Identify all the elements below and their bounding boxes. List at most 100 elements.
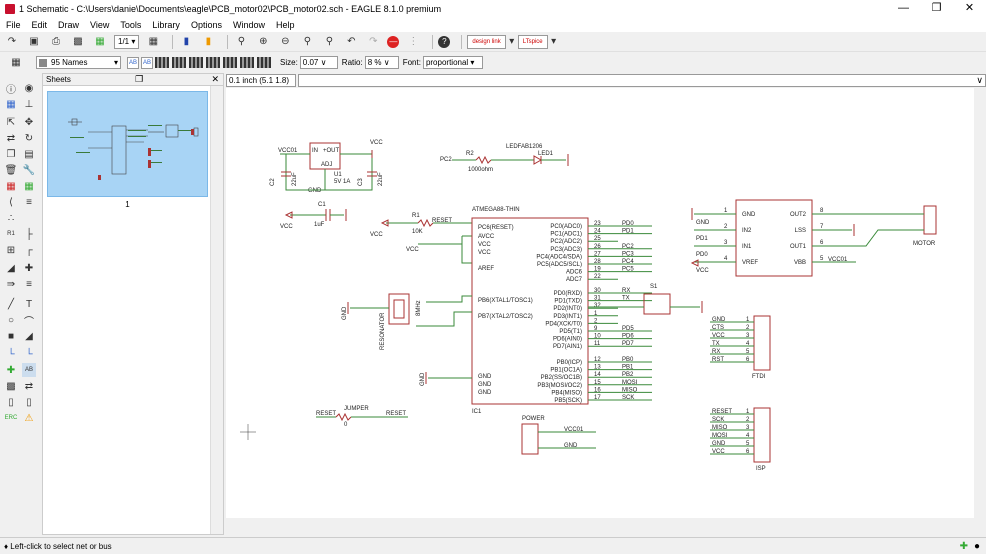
line-icon[interactable]: ╱ xyxy=(7,298,15,310)
go-icon[interactable]: ⋮ xyxy=(408,36,419,47)
capacitor-c1[interactable]: C1 1uF VCC xyxy=(280,202,347,230)
jumper[interactable]: RESET RESET JUMPER 0 xyxy=(240,406,408,440)
net-status-icon[interactable]: ✚ xyxy=(959,540,968,552)
invoke-icon[interactable]: ∴ xyxy=(7,212,15,224)
align-middle-icon[interactable] xyxy=(223,57,237,68)
ulp-icon[interactable]: ▦ xyxy=(148,36,159,47)
menu-edit[interactable]: Edit xyxy=(31,19,48,30)
sheet-thumbnail[interactable] xyxy=(47,91,208,197)
size-input[interactable]: 0.07 ∨ xyxy=(299,56,338,69)
command-input[interactable]: ∨ xyxy=(298,73,986,87)
stop-icon[interactable]: — xyxy=(387,35,400,48)
zoom-in-icon[interactable]: ⊕ xyxy=(259,36,268,47)
design-link-button[interactable]: design link xyxy=(467,34,506,49)
menu-help[interactable]: Help xyxy=(275,19,295,30)
attribute-icon[interactable]: ≡ xyxy=(26,278,32,290)
rotate-icon[interactable]: ↻ xyxy=(24,132,34,144)
led-circuit[interactable]: PC2 R2 1000ohm LEDFAB1206 LED1 xyxy=(440,144,569,173)
align-left-icon[interactable] xyxy=(155,57,169,68)
font-select[interactable]: proportional ▾ xyxy=(422,56,483,69)
schematic-canvas[interactable]: .w{stroke:#3a8a3a;stroke-width:1;fill:no… xyxy=(226,88,974,518)
split-wire-icon[interactable]: ◢ xyxy=(7,262,15,274)
text-align-icon[interactable]: AB xyxy=(127,56,139,69)
switch-s1[interactable]: S1 xyxy=(588,284,703,315)
miter-icon[interactable]: ┌ xyxy=(25,244,33,256)
display-icon[interactable]: ▦ xyxy=(6,98,16,110)
wrench-icon[interactable]: 🔧 xyxy=(22,164,36,176)
align-right-icon[interactable] xyxy=(189,57,203,68)
maximize-button[interactable]: ❐ xyxy=(931,2,942,14)
save-icon[interactable]: ▣ xyxy=(29,36,39,47)
menu-file[interactable]: File xyxy=(6,19,21,30)
gate-icon[interactable]: ≡ xyxy=(26,196,32,208)
info-icon[interactable]: ⓘ xyxy=(6,84,16,96)
stop-status-icon[interactable]: ● xyxy=(973,540,980,552)
print-icon[interactable]: ⎙ xyxy=(52,36,60,47)
split-icon[interactable]: ⟨ xyxy=(9,196,13,208)
delete-icon[interactable]: 🗑 xyxy=(4,164,18,176)
undo-icon[interactable]: ↶ xyxy=(347,36,356,47)
net-icon[interactable]: └ xyxy=(7,348,15,360)
redo-icon[interactable]: ↷ xyxy=(369,36,378,47)
help-icon[interactable]: ? xyxy=(438,35,451,48)
warning-icon[interactable]: ⚠ xyxy=(24,412,34,424)
value-icon[interactable]: ├ xyxy=(25,228,33,240)
power-connector[interactable]: POWER VCC01 GND xyxy=(521,416,596,455)
sheet-icon[interactable]: ▦ xyxy=(95,36,105,47)
align-bottom-icon[interactable] xyxy=(240,57,254,68)
junction-icon[interactable]: ✚ xyxy=(6,364,16,376)
ltspice-button[interactable]: LTspice xyxy=(517,34,548,49)
grid-icon[interactable]: ▦ xyxy=(11,57,21,68)
replace-icon[interactable]: ▦ xyxy=(6,180,16,192)
motor-driver[interactable]: GND1GNDOUT28IN22PD1LSS7IN13PD0OUT16VREF4… xyxy=(690,199,856,277)
name-icon[interactable]: R1 xyxy=(7,231,15,237)
schematic-icon[interactable]: ▮ xyxy=(205,36,212,47)
menu-view[interactable]: View xyxy=(90,19,110,30)
copy-icon[interactable]: ❐ xyxy=(6,148,16,160)
ratio-input[interactable]: 8 % ∨ xyxy=(364,56,399,69)
pinswap-icon[interactable]: ▩ xyxy=(6,380,16,392)
group-icon[interactable]: ▯ xyxy=(26,396,32,408)
float-icon[interactable]: ❐ xyxy=(135,74,144,84)
smash-icon[interactable]: ⊞ xyxy=(6,244,16,256)
canvas-vertical-scrollbar[interactable] xyxy=(974,88,986,518)
close-button[interactable]: ✕ xyxy=(964,2,975,14)
sheet-select[interactable]: 1/1 ▾ xyxy=(114,34,140,49)
show-icon[interactable]: ◉ xyxy=(24,82,34,94)
label-icon[interactable]: ✚ xyxy=(24,262,34,274)
align-base-icon[interactable] xyxy=(257,57,271,68)
close-icon[interactable]: ✕ xyxy=(211,74,219,84)
polygon-icon[interactable]: ◢ xyxy=(25,330,33,342)
menu-options[interactable]: Options xyxy=(190,19,222,30)
frame-icon[interactable]: ▯ xyxy=(8,396,14,408)
arc-icon[interactable]: ⌒ xyxy=(24,316,34,328)
motor-connector[interactable]: MOTOR xyxy=(812,205,937,247)
resistor-r1[interactable]: R1 10K RESET VCC VCC xyxy=(370,213,472,264)
align-top-icon[interactable] xyxy=(206,57,220,68)
rect-icon[interactable]: ■ xyxy=(7,330,15,342)
circle-icon[interactable]: ○ xyxy=(7,314,15,326)
mirror-icon[interactable]: ⇄ xyxy=(6,132,16,144)
board-icon[interactable]: ▮ xyxy=(183,36,190,47)
resonator[interactable]: GND RESONATOR 8MHz GND xyxy=(342,293,427,386)
swap-icon[interactable]: ▦ xyxy=(24,180,34,192)
text-orient-icon[interactable]: AB xyxy=(141,56,153,69)
mark-icon[interactable]: ⊥ xyxy=(24,98,34,110)
zoom-redraw-icon[interactable]: ⚲ xyxy=(303,36,312,47)
chevron-down-icon[interactable]: ▾ xyxy=(509,36,515,47)
zoom-select-icon[interactable]: ⚲ xyxy=(325,36,334,47)
menu-tools[interactable]: Tools xyxy=(120,19,142,30)
paste-icon[interactable]: ▤ xyxy=(24,148,34,160)
text-icon[interactable]: T xyxy=(25,298,33,310)
group-move-icon[interactable]: ✥ xyxy=(24,116,34,128)
regulator-u1[interactable]: IN +OUT ADJ U1 5V 1A VCC01 VCC GND C2 22… xyxy=(270,140,384,194)
menu-library[interactable]: Library xyxy=(152,19,180,30)
chevron-down-icon[interactable]: ∨ xyxy=(976,74,983,85)
microcontroller-ic1[interactable]: ATMEGA88-THIN IC1 PC6(RESET)AVCCVCCVCCAR… xyxy=(416,207,652,415)
schematic-drawing[interactable]: .w{stroke:#3a8a3a;stroke-width:1;fill:no… xyxy=(226,88,974,518)
cam-icon[interactable]: ▩ xyxy=(73,36,83,47)
layer-select[interactable]: 95 Names▾ xyxy=(36,56,121,69)
zoom-out-icon[interactable]: ⊖ xyxy=(281,36,290,47)
